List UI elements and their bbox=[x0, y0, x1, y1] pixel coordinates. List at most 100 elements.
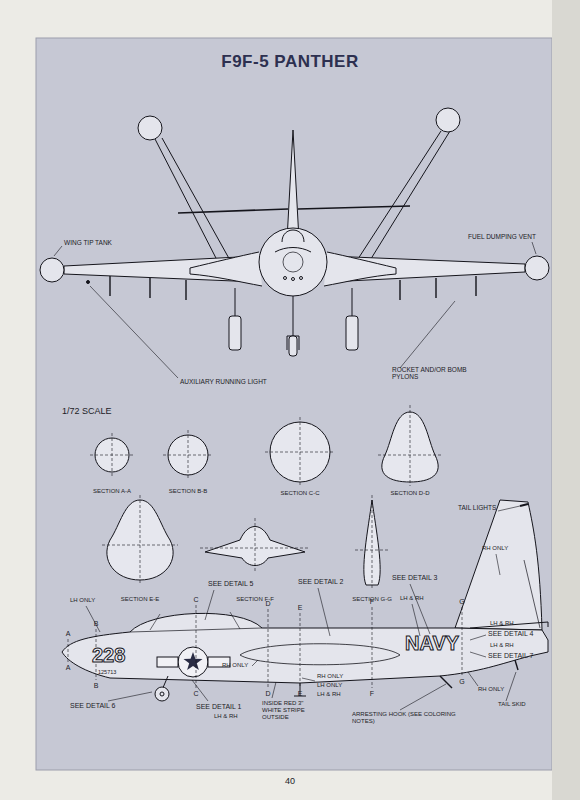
section-letter: G bbox=[459, 678, 464, 686]
front-view-part bbox=[346, 316, 358, 350]
section-letter: A bbox=[66, 664, 71, 672]
leader-lines-part bbox=[412, 604, 420, 636]
front-view-part bbox=[369, 131, 450, 262]
leader-lines-part bbox=[400, 301, 455, 368]
side-view-part bbox=[155, 687, 169, 701]
leader-lines-part bbox=[318, 588, 330, 636]
leader-lines-part bbox=[205, 590, 214, 620]
side-view-part bbox=[184, 652, 203, 670]
section-letter: E bbox=[298, 604, 303, 612]
leader-lines-part bbox=[192, 680, 208, 701]
side-view-part bbox=[150, 612, 240, 630]
section-letter: C bbox=[193, 596, 198, 604]
cross-sections-part-part bbox=[90, 433, 134, 477]
side-view bbox=[62, 500, 548, 701]
front-view-part bbox=[229, 316, 241, 350]
section-letter: B bbox=[94, 620, 99, 628]
front-view-part bbox=[292, 278, 295, 281]
leader-lines-part bbox=[400, 684, 446, 710]
callout-label: LH & RH bbox=[490, 620, 514, 627]
section-letter: D bbox=[265, 600, 270, 608]
front-view bbox=[40, 108, 549, 356]
callout-label: LH ONLY bbox=[317, 682, 342, 689]
cross-sections bbox=[90, 405, 442, 589]
callout-label: LH & RH bbox=[490, 642, 514, 649]
callout-label: INSIDE RED 3" WHITE STRIPE OUTSIDE bbox=[262, 700, 324, 721]
leader-lines-part bbox=[54, 246, 62, 256]
section-letter: F bbox=[370, 598, 374, 606]
side-view-part bbox=[157, 657, 178, 667]
leader-lines-part bbox=[272, 682, 276, 698]
section-letter: B bbox=[94, 682, 99, 690]
section-label: SECTION E-E bbox=[121, 596, 159, 603]
section-label: SECTION D-D bbox=[391, 490, 430, 497]
callout-label: RH ONLY bbox=[317, 673, 343, 680]
leader-lines-part bbox=[470, 652, 486, 657]
front-view-part bbox=[284, 277, 287, 280]
callout-label: LH ONLY bbox=[70, 597, 95, 604]
side-view-part-part bbox=[372, 607, 373, 688]
side-view-part bbox=[178, 647, 208, 677]
detail-callout: SEE DETAIL 1 bbox=[196, 703, 242, 711]
leader-lines-part bbox=[90, 286, 178, 378]
callout-label: RH ONLY bbox=[478, 686, 504, 693]
section-letter: F bbox=[370, 690, 374, 698]
leader-lines-part bbox=[470, 635, 486, 640]
section-letter: C bbox=[193, 690, 198, 698]
callout-label: LH & RH bbox=[400, 595, 424, 602]
page-number: 40 bbox=[285, 776, 295, 786]
side-view-part-part bbox=[268, 609, 269, 688]
callout-label: LH & RH bbox=[214, 713, 238, 720]
front-view-part bbox=[138, 116, 162, 140]
cross-sections-part bbox=[90, 405, 442, 589]
front-view-part bbox=[259, 228, 327, 296]
cross-sections-part-part bbox=[102, 495, 178, 584]
detail-callout: SEE DETAIL 4 bbox=[488, 630, 534, 638]
front-view-part bbox=[155, 139, 218, 262]
front-view-part bbox=[436, 108, 460, 132]
cross-sections-part-part bbox=[200, 518, 310, 572]
side-view-part bbox=[455, 500, 542, 630]
leader-lines-part bbox=[498, 506, 520, 511]
front-view-part bbox=[356, 131, 441, 262]
leader-lines-part bbox=[108, 692, 152, 701]
cross-sections-part-part bbox=[265, 417, 335, 487]
front-view-part bbox=[324, 252, 396, 286]
callout-label: WING TIP TANK bbox=[64, 239, 112, 246]
front-view-part bbox=[190, 252, 262, 286]
front-view-part bbox=[282, 230, 304, 242]
side-view-part bbox=[524, 560, 540, 628]
side-view-part bbox=[68, 605, 462, 688]
front-view-part bbox=[287, 296, 299, 336]
leader-lines-part bbox=[506, 672, 516, 701]
aircraft-marking: 228 bbox=[92, 644, 125, 667]
detail-callout: SEE DETAIL 2 bbox=[298, 578, 344, 586]
side-view-part-part bbox=[196, 605, 197, 688]
detail-callout: SEE DETAIL 6 bbox=[70, 702, 116, 710]
page-edge bbox=[552, 0, 580, 800]
aircraft-marking: NAVY bbox=[405, 632, 459, 655]
side-view-part bbox=[515, 660, 518, 670]
front-view-part bbox=[275, 248, 311, 253]
section-letter: E bbox=[298, 690, 303, 698]
callout-label: RH ONLY bbox=[222, 662, 248, 669]
side-view-part bbox=[62, 613, 548, 683]
cross-sections-part-part bbox=[355, 495, 389, 589]
side-view-part bbox=[160, 692, 164, 696]
front-view-part bbox=[87, 281, 90, 284]
plate bbox=[36, 38, 552, 770]
front-view-part bbox=[300, 277, 303, 280]
cross-sections-part-part bbox=[378, 405, 442, 486]
side-view-part bbox=[240, 644, 400, 665]
callout-label: AUXILIARY RUNNING LIGHT bbox=[180, 378, 267, 385]
leader-lines-part bbox=[302, 678, 315, 681]
leader-lines-part bbox=[468, 672, 478, 686]
section-label: SECTION A-A bbox=[93, 488, 131, 495]
side-view-part-part bbox=[68, 639, 69, 662]
section-letter: A bbox=[66, 630, 71, 638]
serial-number: 125713 bbox=[98, 669, 116, 675]
page-title: F9F-5 PANTHER bbox=[221, 52, 358, 72]
front-view-part bbox=[525, 256, 549, 280]
leader-lines-part bbox=[252, 660, 258, 666]
